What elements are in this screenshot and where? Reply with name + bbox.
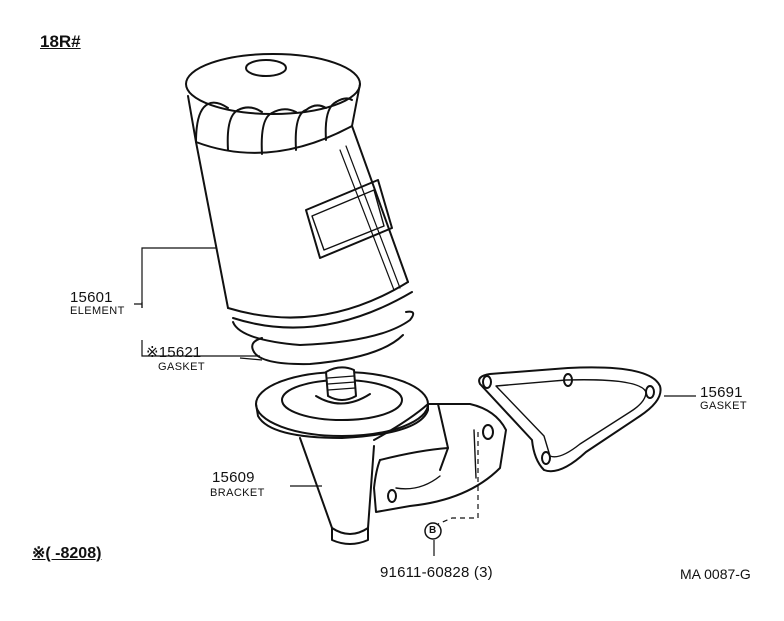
oil-filter-element <box>185 53 413 329</box>
reference-code: MA 0087-G <box>680 566 751 582</box>
filter-gasket-ring <box>232 310 415 366</box>
part-name-gasket-15621: GASKET <box>158 361 206 373</box>
callout-b <box>424 522 442 540</box>
part-number-15691: 15691 <box>700 384 743 401</box>
bracket <box>255 366 507 545</box>
part-name-gasket-15691: GASKET <box>700 400 748 412</box>
leader-lines <box>134 247 696 556</box>
footnote-date-range: ※( -8208) <box>32 545 102 562</box>
part-number-15621: ※15621 <box>146 344 202 361</box>
part-number-15609: 15609 <box>212 469 255 486</box>
part-number-91611: 91611-60828 (3) <box>380 564 493 581</box>
model-title: 18R# <box>40 32 81 51</box>
callout-b-letter: B <box>429 525 437 536</box>
part-number-15601: 15601 <box>70 289 113 306</box>
part-name-bracket: BRACKET <box>210 487 265 499</box>
bracket-gasket <box>478 366 662 473</box>
part-name-element: ELEMENT <box>70 305 125 317</box>
